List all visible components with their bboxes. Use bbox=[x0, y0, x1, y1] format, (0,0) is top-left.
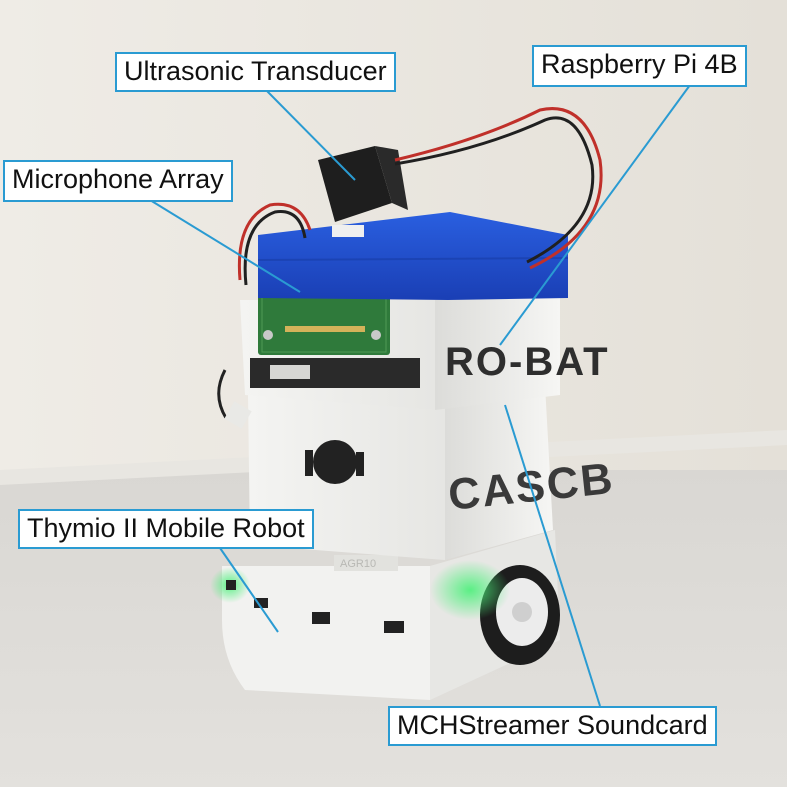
raspberry-pi-label: Raspberry Pi 4B bbox=[532, 45, 747, 87]
mchstreamer-soundcard-label: MCHStreamer Soundcard bbox=[388, 706, 717, 746]
microphone-array-label: Microphone Array bbox=[3, 160, 233, 202]
base-tag-text: AGR10 bbox=[340, 558, 376, 570]
ultrasonic-transducer-label: Ultrasonic Transducer bbox=[115, 52, 396, 92]
leader-lines bbox=[149, 84, 691, 707]
thymio-robot-label: Thymio II Mobile Robot bbox=[18, 509, 314, 549]
wires bbox=[237, 107, 603, 286]
upper-case-text: RO-BAT bbox=[445, 340, 610, 384]
